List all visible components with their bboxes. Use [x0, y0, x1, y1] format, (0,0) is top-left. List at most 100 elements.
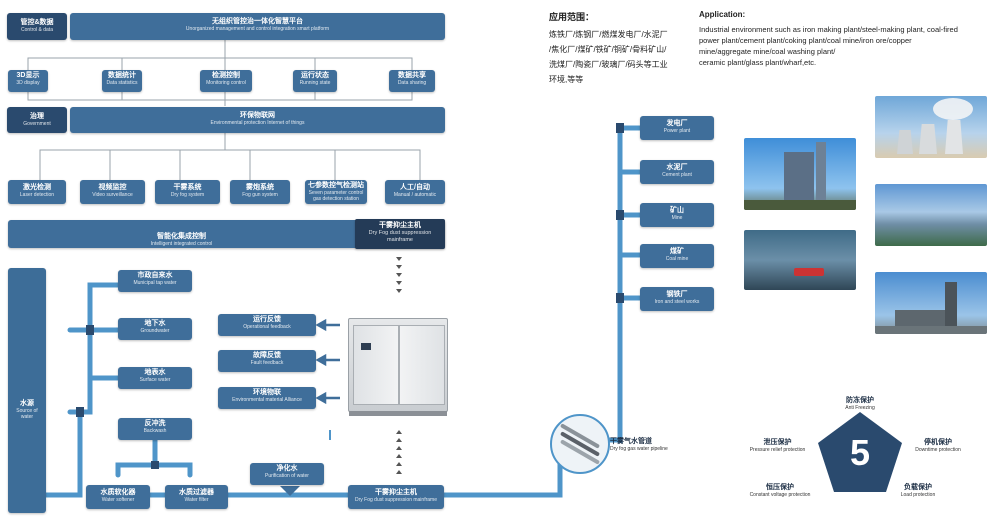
government-label: 治理 Government	[7, 107, 67, 133]
application-zh-line-2: /焦化厂/煤矿/铁矿/铜矿/骨料矿山/	[549, 45, 667, 54]
module-running-en: Running state	[299, 80, 331, 86]
module-running-state: 运行状态 Running state	[293, 70, 337, 92]
feedback-operational-en: Operational feedback	[243, 324, 291, 330]
anti-freezing-en: Anti Freezing	[845, 405, 875, 411]
water-source-zh: 水源	[20, 400, 34, 407]
mainframe-box-en: Dry Fog dust suppression mainframe	[368, 230, 432, 243]
integrated-zh: 智能化集成控制	[157, 233, 206, 240]
system-foggun-en: Fog gun system	[242, 192, 278, 198]
module-3d-display: 3D显示 3D display	[8, 70, 48, 92]
water-source-column: 水源 Source of water	[8, 268, 46, 513]
system-manual-automatic: 人工/自动 Manual / automatic	[385, 180, 445, 204]
protection-downtime: 停机保护 Downtime protection	[898, 437, 978, 453]
power-plant-photo	[875, 96, 987, 158]
plant-mine: 矿山 Mine	[640, 203, 714, 227]
module-sharing-en: Data sharing	[397, 80, 427, 86]
system-seven-en: Seven parameter control gas detection st…	[308, 190, 364, 202]
backwash-en: Backwash	[143, 428, 167, 434]
module-monitor-zh: 检测控制	[212, 72, 240, 79]
pressure-relief-zh: 泄压保护	[763, 439, 792, 446]
module-monitoring-control: 检测控制 Monitoring control	[200, 70, 252, 92]
cement-plant-photo	[744, 138, 856, 210]
system-dryfog-en: Dry fog system	[170, 192, 205, 198]
module-monitor-en: Monitoring control	[206, 80, 246, 86]
system-video-en: Video surveillance	[92, 192, 133, 198]
system-dry-fog: 干雾系统 Dry fog system	[155, 180, 220, 204]
purified-en: Purification of water	[265, 473, 309, 479]
protection-constant-voltage: 恒压保护 Constant voltage protection	[735, 482, 825, 498]
plant-coal-zh: 煤矿	[670, 248, 684, 255]
application-zh-block: 应用范围： 炼铁厂/炼钢厂/燃煤发电厂/水泥厂 /焦化厂/煤矿/铁矿/铜矿/骨料…	[549, 10, 689, 87]
protection-pentagon	[818, 412, 902, 492]
plant-steel-works: 钢铁厂 Iron and steel works	[640, 287, 714, 311]
softener-en: Water softener	[101, 497, 135, 503]
system-laser-en: Laser detection	[19, 192, 55, 198]
feedback-environment: 环境物联 Environmental material Alliance	[218, 387, 316, 409]
system-video-surveillance: 视频监控 Video surveillance	[80, 180, 145, 204]
iot-title-box: 环保物联网 Environmental protection Internet …	[70, 107, 445, 133]
bottom-mainframe-zh: 干雾抑尘主机	[375, 489, 417, 496]
module-running-zh: 运行状态	[301, 72, 329, 79]
mainframe-cabinet-image	[348, 318, 448, 416]
module-data-sharing: 数据共享 Data sharing	[389, 70, 435, 92]
filter-zh: 水质过滤器	[179, 489, 214, 496]
cabinet-base	[349, 411, 447, 416]
protection-pressure-relief: 泄压保护 Pressure relief protection	[735, 437, 820, 453]
protection-load: 负载保护 Load protection	[888, 482, 948, 498]
plant-mine-zh: 矿山	[670, 207, 684, 214]
application-en-line-1: Industrial environment such as iron maki…	[699, 25, 958, 34]
mainframe-box: 干雾抑尘主机 Dry Fog dust suppression mainfram…	[355, 219, 445, 249]
mainframe-box-zh: 干雾抑尘主机	[379, 222, 421, 229]
water-filter-box: 水质过滤器 Water filter	[165, 485, 228, 509]
backwash-box: 反冲洗 Backwash	[118, 418, 192, 440]
plant-cement-en: Cement plant	[662, 172, 692, 178]
source-ground-zh: 地下水	[144, 320, 166, 327]
plant-steel-en: Iron and steel works	[654, 299, 700, 305]
system-manual-zh: 人工/自动	[400, 184, 430, 191]
softener-zh: 水质软化器	[100, 489, 136, 496]
integrated-en: Intelligent integrated control	[150, 241, 213, 247]
steel-works-photo	[875, 272, 987, 334]
source-surface-zh: 地表水	[144, 369, 166, 376]
anti-freezing-zh: 防冻保护	[846, 397, 874, 404]
application-zh-line-1: 炼铁厂/炼钢厂/燃煤发电厂/水泥厂	[549, 30, 668, 39]
platform-title-zh: 无组织管控治一体化智慧平台	[212, 18, 303, 25]
plant-coal-mine: 煤矿 Coal mine	[640, 244, 714, 268]
bottom-mainframe-en: Dry Fog dust suppression mainframe	[355, 497, 437, 503]
plant-power: 发电厂 Power plant	[640, 116, 714, 140]
protection-anti-freezing: 防冻保护 Anti Freezing	[815, 395, 905, 411]
source-surface-en: Surface water	[139, 377, 171, 383]
module-stats-en: Data statistics	[106, 80, 138, 86]
module-3d-en: 3D display	[16, 80, 40, 86]
pipeline-sample-image	[550, 414, 610, 474]
plant-coal-en: Coal mine	[665, 256, 689, 262]
downtime-en: Downtime protection	[915, 447, 961, 453]
application-en-line-4: ceramic plant/glass plant/wharf,etc.	[699, 58, 817, 67]
feedback-environment-zh: 环境物联	[253, 389, 281, 396]
feedback-operational: 运行反馈 Operational feedback	[218, 314, 316, 336]
system-manual-en: Manual / automatic	[393, 192, 437, 198]
protection-number: 5	[849, 432, 871, 473]
feedback-fault-zh: 故障反馈	[253, 352, 281, 359]
water-source-en: Source of water	[16, 408, 38, 420]
module-stats-zh: 数据统计	[108, 72, 136, 79]
pipeline-label: 干雾气水管道 Dry fog gas water pipeline	[610, 436, 690, 452]
source-surface-water: 地表水 Surface water	[118, 367, 192, 389]
application-en-heading: Application:	[699, 10, 746, 19]
plant-cement: 水泥厂 Cement plant	[640, 160, 714, 184]
source-municipal-zh: 市政自来水	[137, 272, 173, 279]
mine-photo	[875, 184, 987, 246]
plant-power-zh: 发电厂	[666, 120, 688, 127]
plant-power-en: Power plant	[663, 128, 691, 134]
platform-title-en: Unorganized management and control integ…	[185, 26, 330, 32]
feedback-environment-en: Environmental material Alliance	[232, 397, 302, 403]
application-en-block: Application: Industrial environment such…	[699, 10, 994, 68]
constant-voltage-en: Constant voltage protection	[749, 492, 811, 498]
control-data-en: Control & data	[21, 27, 53, 33]
purified-zh: 净化水	[276, 465, 298, 472]
cabinet-door-right	[399, 325, 445, 405]
application-en-line-3: mine/aggregate mine/coal washing plant/	[699, 47, 836, 56]
constant-voltage-zh: 恒压保护	[766, 484, 794, 491]
